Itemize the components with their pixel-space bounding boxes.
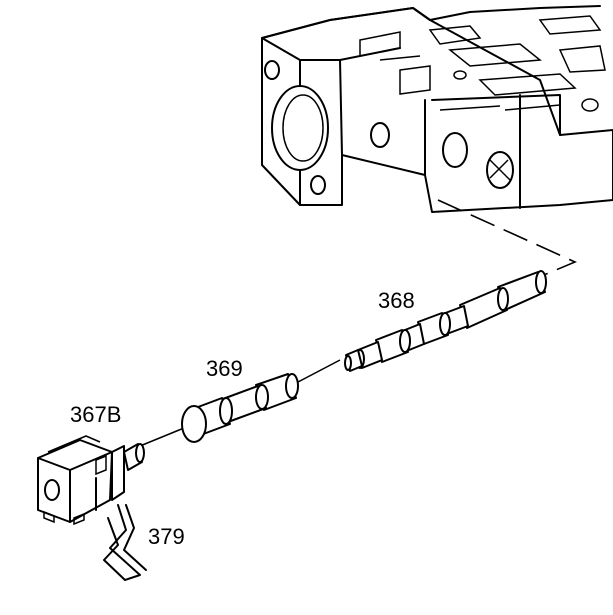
alignment-line	[437, 199, 578, 291]
valve-369	[181, 373, 299, 443]
centerline	[139, 359, 341, 447]
label-367b: 367B	[70, 402, 122, 427]
clip-379	[103, 504, 147, 581]
valve-body-casting	[261, 5, 613, 213]
valve-368	[344, 270, 547, 372]
solenoid-367b	[37, 435, 145, 526]
label-369: 369	[206, 356, 243, 381]
label-379: 379	[148, 524, 185, 549]
label-368: 368	[378, 288, 415, 313]
